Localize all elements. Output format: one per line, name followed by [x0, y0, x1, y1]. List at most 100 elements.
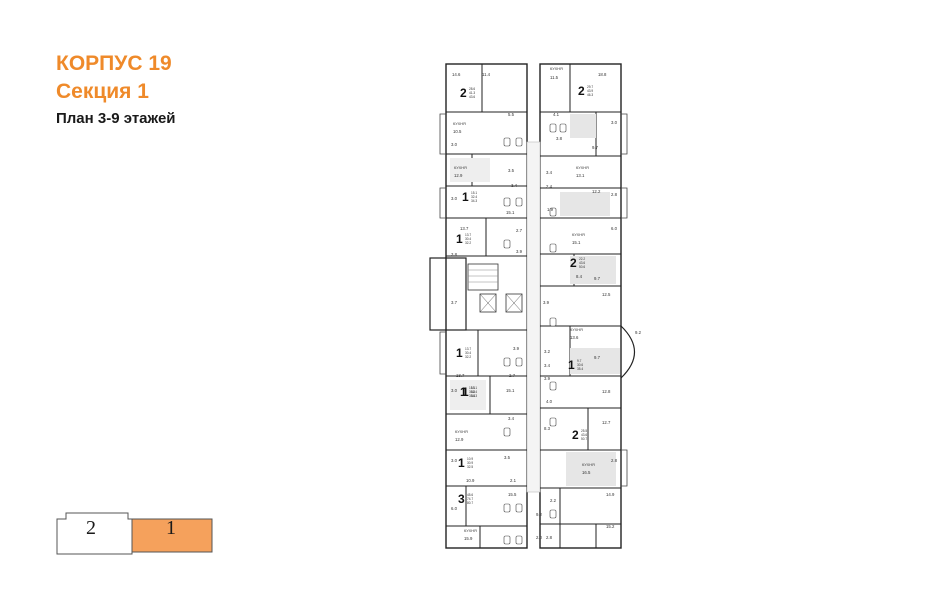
room-label: 2.4: [546, 184, 553, 189]
room-label: 12.9: [455, 437, 464, 442]
apartment-area-value: 50.7: [581, 437, 587, 441]
apartment-rooms-count: 2: [572, 428, 579, 442]
room-label: 3.0: [451, 388, 458, 393]
sanitary-fixture-icon: [503, 197, 511, 207]
apartment-area-value: 30.9: [467, 461, 473, 465]
room-label: 16.5: [582, 470, 591, 475]
apartment-area-value: 32.4: [471, 390, 477, 394]
apartment-rooms-count: 1: [458, 456, 465, 470]
room-label: КУХНЯ: [576, 166, 589, 170]
room-label: 6.0: [611, 226, 618, 231]
sanitary-fixture-icon: [515, 503, 523, 513]
sanitary-fixture-icon: [503, 357, 511, 367]
bay-window: [620, 325, 635, 379]
sanitary-fixture-icon: [503, 239, 511, 249]
room-label: 3.4: [508, 416, 515, 421]
room-label: 11.5: [550, 75, 559, 80]
room-label: 3.7: [451, 300, 458, 305]
room-label: 3.9: [513, 346, 520, 351]
apartment-area-value: 10.9: [467, 457, 473, 461]
apartment-area-value: 13.7: [465, 347, 471, 351]
stair-block-outline: [429, 257, 467, 331]
sanitary-fixture-icon: [549, 123, 557, 133]
apartment-area-value: 43.9: [587, 89, 593, 93]
apartment-area-value: 28.6: [469, 87, 475, 91]
apartment-area-value: 15.1: [469, 386, 475, 390]
room-label: 10.9: [466, 478, 475, 483]
key-plan-section-2-label: 2: [86, 517, 96, 539]
room-label: 12.8: [602, 389, 611, 394]
sanitary-fixture-icon: [503, 503, 511, 513]
apartment-area-value: 34.3: [471, 199, 477, 203]
room-label: 3.0: [451, 142, 458, 147]
room-label: 15.2: [606, 524, 615, 529]
apartment-rooms-count: 1: [456, 346, 463, 360]
room-label: 12.7: [602, 420, 611, 425]
room-label: 5.5: [508, 112, 515, 117]
room-label: 13.6: [570, 335, 579, 340]
key-plan-section-1[interactable]: [131, 518, 213, 553]
room-label: 12.5: [602, 292, 611, 297]
room-label: 18.8: [598, 72, 607, 77]
apartment-area-value: 32.2: [465, 355, 471, 359]
room-label: 2.8: [611, 192, 618, 197]
room-label: 9.2: [635, 330, 642, 335]
room-label: 4.1: [553, 112, 560, 117]
room-label: 3.4: [546, 170, 553, 175]
room-label: 14.6: [452, 72, 461, 77]
room-label: КУХНЯ: [464, 529, 477, 533]
room-label: 14.9: [606, 492, 615, 497]
sanitary-fixture-icon: [515, 197, 523, 207]
key-plan-section-2[interactable]: [56, 512, 133, 555]
room-label: 2.0: [536, 535, 543, 540]
room-label: 2.7: [516, 228, 523, 233]
room-label: 3.9: [543, 300, 550, 305]
apartment-area-value: 32.5: [467, 465, 473, 469]
plan-title-block: КОРПУС 19 Секция 1 План 3-9 этажей: [56, 50, 176, 131]
room-label: КУХНЯ: [550, 67, 563, 71]
apartment-area-value: 15.1: [471, 191, 477, 195]
apartment-rooms-count: 1: [460, 385, 467, 399]
bathroom-fixtures: [503, 123, 567, 545]
sanitary-fixture-icon: [549, 317, 557, 327]
room-label: 15.9: [464, 536, 473, 541]
sanitary-fixture-icon: [515, 137, 523, 147]
floor-range-title: План 3-9 этажей: [56, 110, 176, 127]
apartment-area-value: 30.6: [577, 363, 583, 367]
apartment-area-value: 50.6: [579, 265, 585, 269]
room-label: 13.1: [576, 173, 585, 178]
room-label: КУХНЯ: [582, 463, 595, 467]
room-label: 2.2: [550, 498, 557, 503]
sanitary-fixture-icon: [515, 535, 523, 545]
apartment-area-value: 80.7: [467, 501, 473, 505]
room-label: КУХНЯ: [453, 122, 466, 126]
corridor: [526, 141, 541, 493]
floor-plan-walls: [429, 63, 635, 549]
apartment-area-value: 38.3: [469, 394, 475, 398]
room-label: 3.5: [504, 455, 511, 460]
apartment-area-value: 35.4: [577, 367, 583, 371]
apartment-area-value: 25.5: [581, 429, 587, 433]
sanitary-fixture-icon: [515, 357, 523, 367]
room-label: 6.0: [451, 506, 458, 511]
room-label: 2.1: [510, 478, 517, 483]
sanitary-fixture-icon: [503, 137, 511, 147]
room-label: 9.7: [594, 355, 601, 360]
apartment-area-value: 30.4: [465, 237, 471, 241]
apartment-area-value: 34.3: [471, 394, 477, 398]
room-label: КУХНЯ: [454, 166, 467, 170]
key-plan: [56, 512, 213, 555]
room-label: КУХНЯ: [570, 328, 583, 332]
